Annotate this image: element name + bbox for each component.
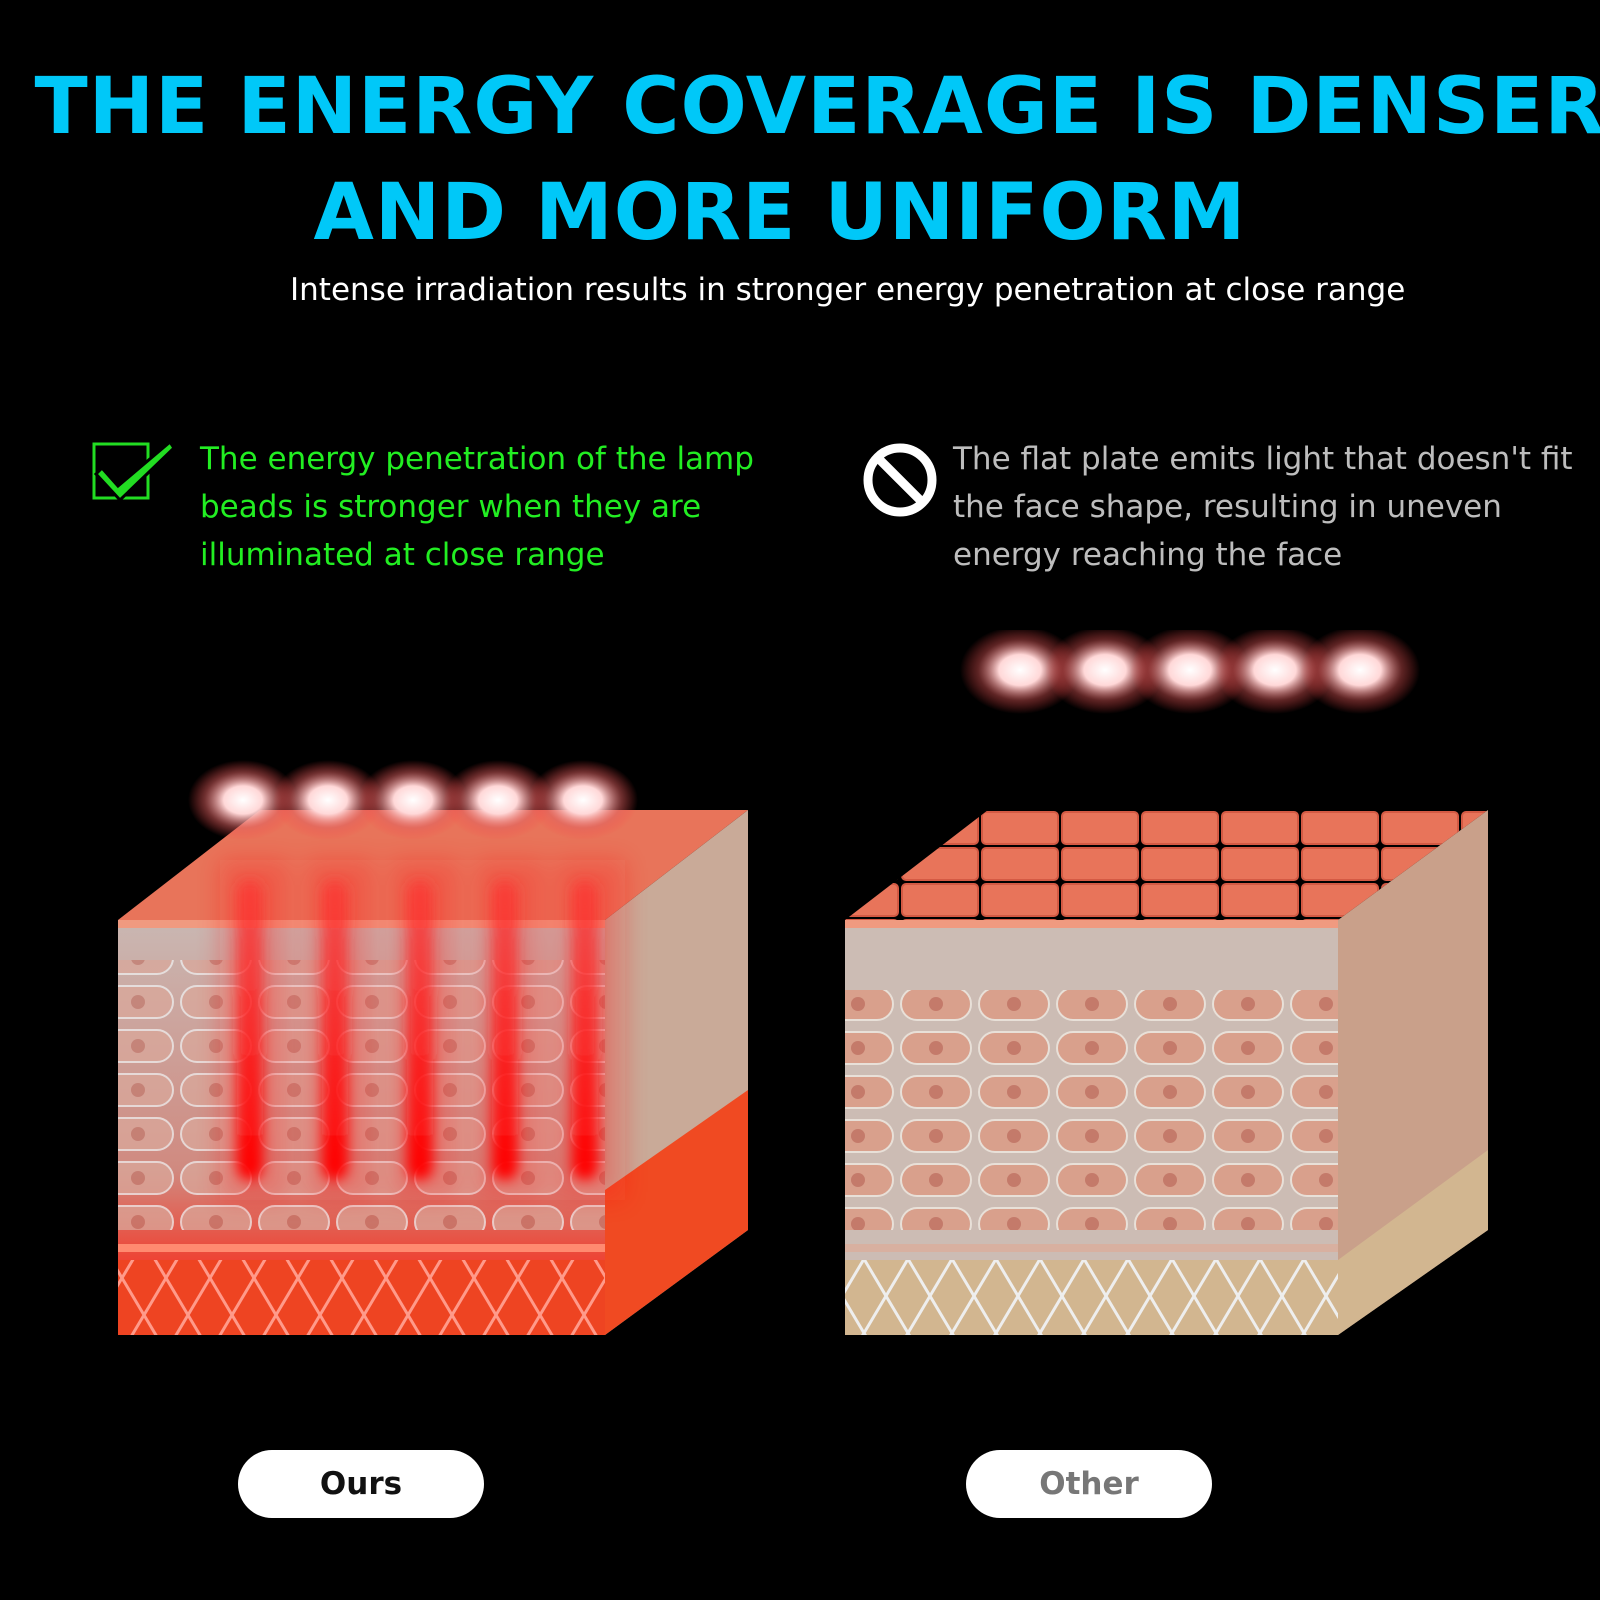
- lamp-bead: [960, 630, 1080, 714]
- lamp-bead: [1300, 630, 1420, 714]
- energy-beam: [237, 880, 263, 1180]
- energy-beam: [407, 880, 433, 1180]
- lamp-bead: [1130, 630, 1250, 714]
- other-note-line: The flat plate emits light that doesn't …: [953, 441, 1573, 477]
- lamp-bead: [1045, 630, 1165, 714]
- lamp-bead: [1215, 630, 1335, 714]
- subtitle: Intense irradiation results in stronger …: [290, 272, 1406, 308]
- other-note: The flat plate emits light that doesn't …: [953, 435, 1593, 579]
- ours-note-line: The energy penetration of the lamp: [200, 441, 754, 477]
- lamp-bead: [358, 760, 468, 840]
- skin-cube-other: [845, 630, 1488, 1335]
- skin-cube-ours: [118, 760, 748, 1335]
- ours-note-line: illuminated at close range: [200, 537, 605, 573]
- prohibited-icon: [863, 443, 937, 517]
- ours-label-pill: Ours: [238, 1450, 484, 1518]
- headline-line-2: AND MORE UNIFORM: [313, 168, 1247, 258]
- lamp-bead: [528, 760, 638, 840]
- other-label-pill: Other: [966, 1450, 1212, 1518]
- other-note-line: energy reaching the face: [953, 537, 1343, 573]
- energy-beam: [492, 880, 518, 1180]
- checkmark-icon: [92, 439, 176, 503]
- energy-beam: [572, 880, 598, 1180]
- lamp-bead: [273, 760, 383, 840]
- energy-beam: [322, 880, 348, 1180]
- lamp-bead: [188, 760, 298, 840]
- ours-note-line: beads is stronger when they are: [200, 489, 702, 525]
- headline-line-1: THE ENERGY COVERAGE IS DENSER: [34, 62, 1600, 152]
- other-note-line: the face shape, resulting in uneven: [953, 489, 1502, 525]
- lamp-bead: [443, 760, 553, 840]
- ours-note: The energy penetration of the lamp beads…: [200, 435, 800, 579]
